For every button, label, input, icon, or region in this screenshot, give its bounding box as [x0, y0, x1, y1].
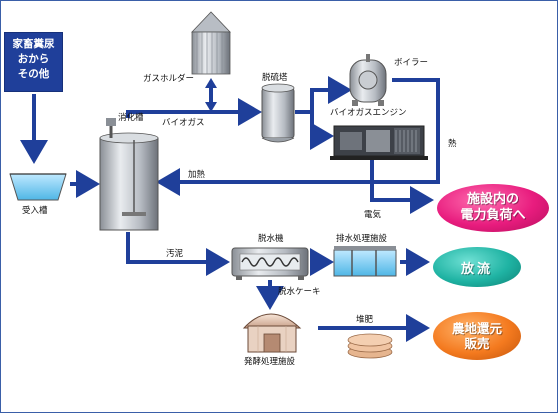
wastewater-facility-icon [333, 246, 397, 277]
label-digester: 消化槽 [118, 113, 144, 123]
source-line-2: おから [17, 53, 50, 65]
arrow-sludge [126, 232, 230, 276]
label-dehydrator: 脱水機 [258, 234, 284, 244]
source-line-3: その他 [17, 68, 50, 80]
label-dewatered-cake: 脱水ケーキ [278, 287, 321, 297]
source-materials-box: 家畜糞尿 おから その他 [4, 32, 63, 92]
label-compost: 堆肥 [356, 315, 374, 325]
dehydrator-icon [231, 247, 309, 280]
boiler-icon [349, 54, 387, 106]
sale-line-2: 販売 [464, 336, 490, 351]
label-wastewater-facility: 排水処理施設 [336, 234, 388, 244]
fermentation-facility-icon [242, 313, 302, 353]
label-boiler: ボイラー [394, 58, 429, 68]
label-electricity: 電気 [364, 210, 382, 220]
flow-arrows [20, 76, 440, 342]
label-sludge: 汚泥 [166, 249, 184, 259]
label-heating: 加熱 [188, 170, 206, 180]
label-desulfurization-tower: 脱硫塔 [262, 73, 288, 83]
power-line-1: 施設内の [466, 192, 519, 207]
arrow-biogas [126, 98, 262, 126]
digester-icon [99, 118, 159, 231]
label-receiving-tank: 受入槽 [22, 206, 48, 216]
sale-line-1: 農地還元 [451, 321, 502, 336]
label-fermentation-facility: 発酵処理施設 [244, 357, 296, 367]
gas-holder-arrowhead-up [205, 78, 217, 88]
biogas-engine-icon [330, 125, 428, 160]
receiving-tank-icon [9, 173, 67, 201]
power-line-2: 電力負荷へ [460, 208, 526, 223]
compost-bags-icon [347, 333, 393, 359]
arrow-to-engine [310, 112, 334, 150]
discharge-label: 放流 [460, 261, 493, 277]
label-gas-holder: ガスホルダー [143, 74, 195, 84]
arrow-electricity [370, 160, 434, 214]
arrow-heat-return [156, 78, 440, 196]
desulfurization-tower-icon [261, 83, 295, 143]
output-power-load-oval: 施設内の 電力負荷へ [437, 184, 549, 232]
output-farmland-sale-oval: 農地還元 販売 [433, 312, 521, 360]
output-discharge-oval: 放流 [433, 247, 521, 287]
label-heat: 熱 [448, 139, 457, 149]
arrow-to-boiler [295, 76, 352, 114]
gas-holder-icon [191, 11, 231, 75]
source-line-1: 家畜糞尿 [12, 38, 55, 50]
label-biogas: バイオガス [162, 118, 205, 128]
gas-holder-arrowhead-down [205, 102, 217, 112]
label-biogas-engine: バイオガスエンジン [330, 108, 407, 118]
